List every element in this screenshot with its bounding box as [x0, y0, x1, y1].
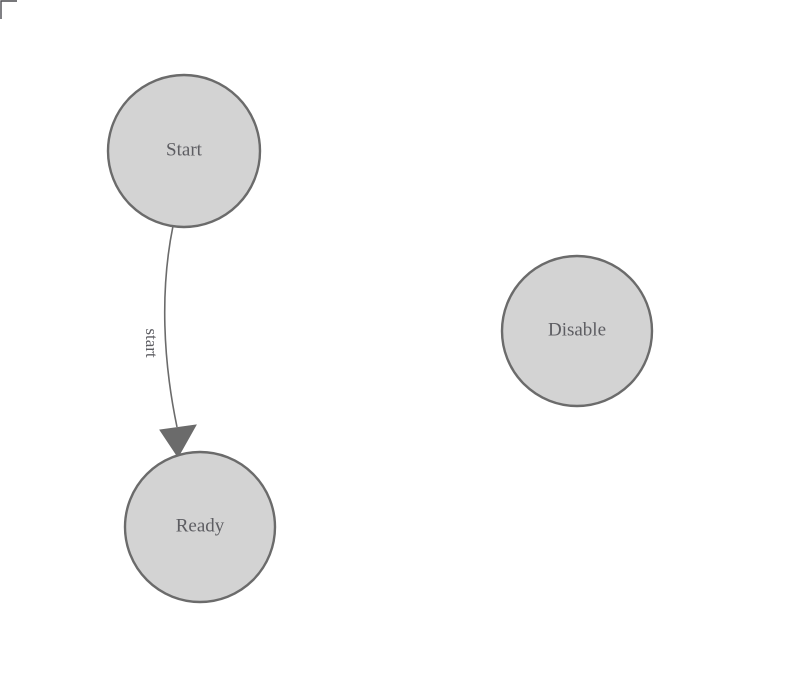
canvas-origin-mark-icon	[0, 0, 17, 19]
node-disable-label: Disable	[548, 319, 606, 340]
node-start[interactable]: Start	[106, 73, 262, 229]
node-disable[interactable]: Disable	[500, 254, 654, 408]
node-start-circle[interactable]	[106, 73, 262, 229]
edge-arrowhead-icon	[159, 424, 197, 458]
node-disable-circle[interactable]	[500, 254, 654, 408]
node-ready-circle[interactable]	[123, 450, 277, 604]
node-ready-label: Ready	[176, 515, 225, 536]
node-start-label: Start	[166, 139, 203, 160]
node-ready[interactable]: Ready	[123, 450, 277, 604]
edge-path-start-to-ready	[163, 225, 178, 428]
edge-start-to-ready[interactable]: start	[142, 225, 197, 458]
edge-label-start: start	[142, 328, 161, 358]
